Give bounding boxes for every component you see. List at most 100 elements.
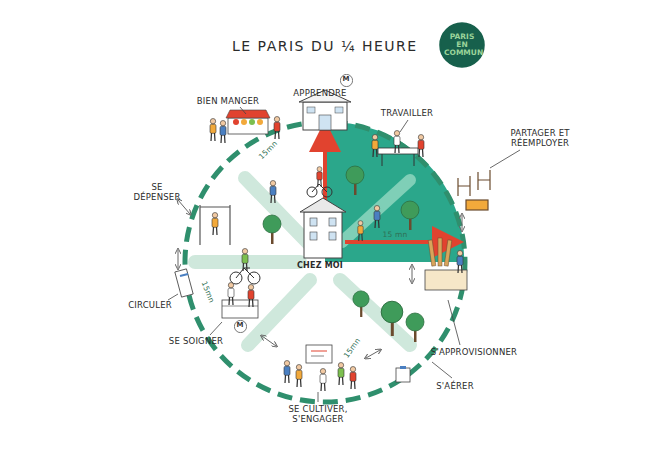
logo-text: PARIS EN COMMUN xyxy=(444,33,480,57)
double-arrows-part xyxy=(412,266,413,282)
notice-board-part xyxy=(306,345,332,363)
spokes xyxy=(195,178,410,345)
tree xyxy=(401,201,419,230)
metro-letter: M xyxy=(343,76,350,83)
person xyxy=(338,363,344,386)
theme-label: CHEZ MOI xyxy=(290,261,350,271)
metro-sign: M xyxy=(340,74,353,87)
school-building-part xyxy=(319,115,331,130)
theme-label: APPRENDRE xyxy=(280,88,360,98)
person xyxy=(374,206,380,229)
bus-stop-part xyxy=(175,269,193,297)
home-building-part xyxy=(310,218,317,226)
leader-lines-part xyxy=(318,392,319,402)
title: LE PARIS DU ¼ HEURE xyxy=(232,38,418,54)
time-label: 15 mn xyxy=(375,230,415,239)
market-stall-part xyxy=(226,110,270,118)
person xyxy=(358,221,363,241)
person xyxy=(350,367,356,390)
bicycle-part xyxy=(236,268,254,278)
leader-lines-part xyxy=(240,107,246,114)
person xyxy=(220,121,226,144)
ballot-box xyxy=(396,366,410,382)
bicycle-part xyxy=(312,184,327,192)
person xyxy=(284,361,290,384)
person xyxy=(274,117,280,140)
home-building-part xyxy=(300,198,346,212)
person xyxy=(248,285,254,308)
theme-label: CIRCULER xyxy=(120,300,180,310)
ballot-box-part xyxy=(400,366,406,369)
metro-letter: M xyxy=(237,322,244,329)
school-building-part xyxy=(307,107,315,113)
notice-board-part xyxy=(311,356,324,357)
person xyxy=(394,131,400,154)
double-arrows-part xyxy=(462,215,463,230)
work-table-part xyxy=(414,154,415,166)
person xyxy=(296,365,302,388)
bus-stop-part xyxy=(180,274,188,276)
time-label: 15mn xyxy=(196,272,219,312)
shop-counter-part xyxy=(425,270,467,290)
market-stall xyxy=(226,110,270,134)
home-building-part xyxy=(310,232,317,240)
sport-frame-part xyxy=(200,205,230,245)
person xyxy=(210,119,216,142)
leader-lines-part xyxy=(490,150,520,168)
double-arrows-part xyxy=(262,336,276,346)
school-building-part xyxy=(335,107,343,113)
leader-lines-part xyxy=(400,120,408,132)
shop-counter-part xyxy=(444,240,452,266)
work-table-part xyxy=(378,148,418,154)
chairs-part xyxy=(478,170,490,190)
time-label: 15mn xyxy=(337,329,367,367)
theme-label: SE SOIGNER xyxy=(161,336,231,346)
notice-board xyxy=(306,345,332,363)
tree xyxy=(381,301,403,336)
chairs-part xyxy=(458,176,470,196)
bicycle xyxy=(230,268,260,284)
theme-label: PARTAGER ET RÉEMPLOYER xyxy=(505,128,575,148)
teal-sector xyxy=(325,123,464,262)
leader-lines-part xyxy=(448,300,460,345)
double-arrows-part xyxy=(178,250,179,268)
tree xyxy=(346,166,364,195)
theme-label: SE DÉPENSER xyxy=(127,182,187,202)
theme-label: S'APPROVISIONNER xyxy=(424,347,524,357)
logo-circle: PARIS EN COMMUN xyxy=(439,22,485,68)
circle-shape xyxy=(440,23,483,66)
home-building-part xyxy=(329,232,336,240)
metro-sign: M xyxy=(234,320,247,333)
person xyxy=(372,135,378,158)
leader-lines-part xyxy=(168,294,178,300)
tree xyxy=(263,215,281,244)
leader-lines-part xyxy=(210,322,222,335)
home-building-part xyxy=(304,212,342,258)
circle-shape xyxy=(234,320,246,332)
home-building-part xyxy=(329,218,336,226)
chairs-part xyxy=(466,200,488,210)
sport-frame xyxy=(200,205,230,245)
market-stall-part xyxy=(257,119,263,125)
bicycle xyxy=(307,184,332,197)
market-stall-part xyxy=(233,119,239,125)
home-building xyxy=(300,198,346,258)
person xyxy=(418,135,424,158)
work-table-part xyxy=(382,154,383,166)
market-stall-part xyxy=(241,119,247,125)
leader-lines xyxy=(168,107,520,402)
notice-board-part xyxy=(311,351,327,352)
person xyxy=(228,283,234,306)
leader-lines-part xyxy=(432,362,452,378)
person xyxy=(317,167,322,187)
double-arrows xyxy=(178,200,462,358)
person xyxy=(457,251,463,274)
dashed-ring xyxy=(185,122,465,402)
bus-stop xyxy=(175,269,193,297)
theme-label: BIEN MANGER xyxy=(188,96,268,106)
school-building-part xyxy=(303,102,347,130)
shop-counter-part xyxy=(428,240,436,266)
theme-label: TRAVAILLER xyxy=(367,108,447,118)
